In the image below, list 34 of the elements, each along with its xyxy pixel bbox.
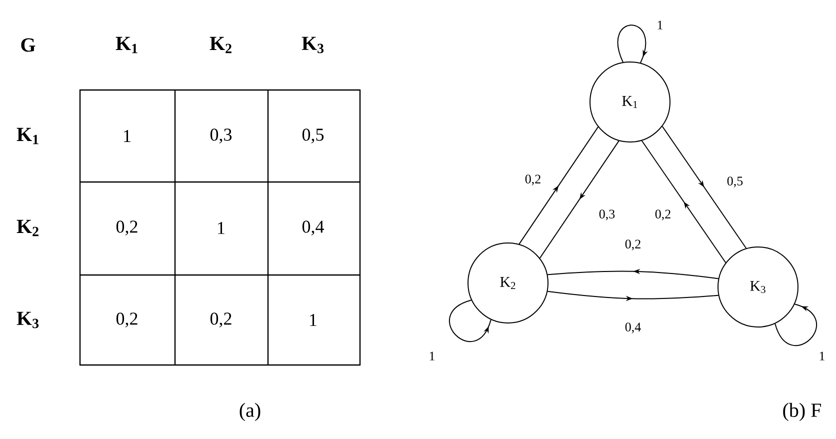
arrow bbox=[539, 140, 620, 259]
arrow bbox=[449, 300, 492, 342]
arrow bbox=[774, 304, 817, 346]
edge-label: 0,4 bbox=[625, 322, 641, 334]
table-value: 0,2 bbox=[210, 312, 232, 328]
arrow bbox=[641, 140, 726, 264]
edge-label: 0,2 bbox=[655, 210, 670, 220]
subfigure-label: (a) bbox=[240, 402, 260, 422]
table-value: 1 bbox=[218, 222, 224, 234]
edge-label: 1 bbox=[658, 20, 662, 30]
edge-label: 0,2 bbox=[525, 174, 540, 186]
header-label: K$_{1}$ bbox=[116, 36, 138, 54]
subfigure-label: (b) F bbox=[783, 402, 821, 422]
header-label: K$_{2}$ bbox=[210, 36, 232, 54]
edge-label: 0,3 bbox=[599, 210, 615, 220]
table-value: 0,2 bbox=[116, 312, 138, 328]
edge-label: 1 bbox=[430, 352, 434, 360]
table-value: 0,3 bbox=[210, 128, 232, 144]
header-label: K$_{1}$ bbox=[16, 128, 38, 144]
edge-label: 0,5 bbox=[727, 176, 743, 188]
header-label: K$_{2}$ bbox=[16, 220, 38, 236]
table-value: 1 bbox=[310, 314, 316, 326]
arrow bbox=[617, 24, 648, 64]
edge-label: 0,2 bbox=[625, 240, 640, 250]
table-value: 0,4 bbox=[302, 220, 324, 236]
table-value: 0,2 bbox=[116, 220, 138, 236]
edge-label: 1 bbox=[820, 352, 824, 360]
table-value: 0,5 bbox=[302, 128, 324, 144]
table-value: 1 bbox=[124, 130, 130, 142]
arrow bbox=[662, 126, 747, 249]
header-label: G bbox=[21, 38, 36, 52]
header-label: K$_{3}$ bbox=[302, 36, 324, 54]
header-label: K$_{3}$ bbox=[16, 312, 39, 328]
arrow bbox=[518, 126, 599, 245]
